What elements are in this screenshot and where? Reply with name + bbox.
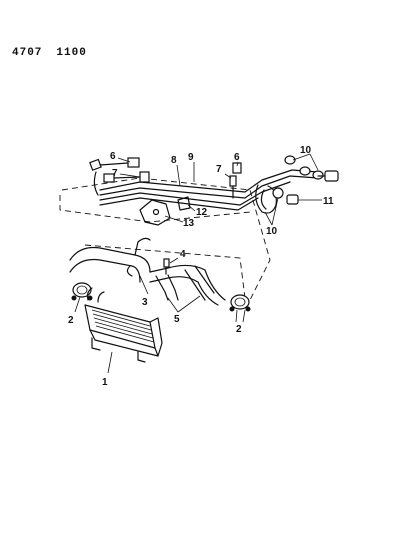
diagram-code-right: 1100 — [56, 47, 87, 59]
bolt-4 — [163, 258, 170, 275]
right-tube-loop — [255, 184, 277, 214]
leader-lines — [74, 153, 322, 374]
callout-7-left: 7 — [112, 168, 118, 179]
hose-clamp-right — [229, 294, 251, 312]
callout-10-upper: 10 — [300, 145, 312, 156]
clip-3 — [126, 265, 133, 277]
clip-12 — [177, 196, 191, 211]
callout-11: 11 — [323, 196, 334, 207]
callout-13: 13 — [183, 218, 195, 229]
callout-10-lower: 10 — [266, 226, 278, 237]
cooler-hoses — [69, 237, 226, 306]
bolt-6-center — [232, 162, 242, 174]
callout-3: 3 — [142, 297, 148, 308]
callout-6-left: 6 — [110, 151, 116, 162]
callout-2-left: 2 — [68, 315, 74, 326]
callout-4: 4 — [180, 249, 186, 260]
callout-2-right: 2 — [236, 324, 242, 335]
callout-9: 9 — [188, 152, 194, 163]
callout-1: 1 — [102, 377, 108, 388]
callout-6-right: 6 — [234, 152, 240, 163]
callout-8: 8 — [171, 155, 177, 166]
callout-7-right: 7 — [216, 164, 222, 175]
left-fitting-group — [89, 157, 150, 196]
bolt-11 — [317, 170, 339, 182]
fitting-10-upper — [284, 155, 324, 180]
callout-5: 5 — [174, 314, 180, 325]
oil-cooler — [84, 287, 163, 363]
hose-clamp-left — [71, 282, 93, 301]
bolt-7-center — [229, 175, 237, 199]
diagram-code-left: 4707 — [12, 47, 43, 59]
page-header: 4707 1100 — [12, 47, 87, 59]
callout-12: 12 — [196, 207, 208, 218]
